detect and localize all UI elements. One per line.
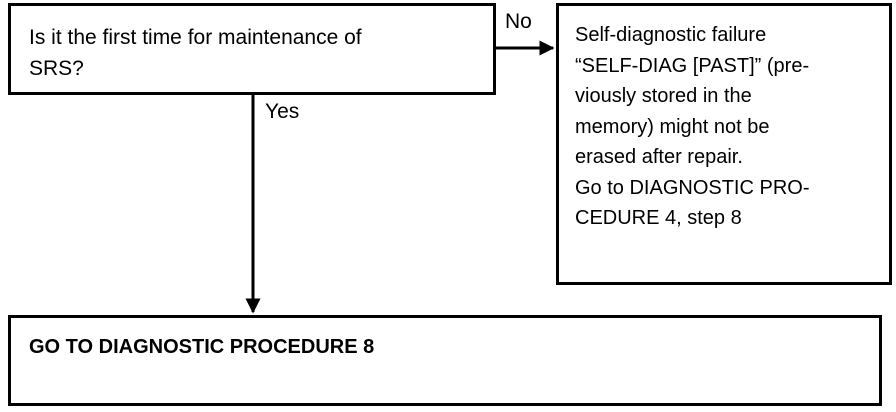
result-line: “SELF-DIAG [PAST]” (pre- — [575, 54, 810, 77]
question-line: Is it the first time for maintenance of — [29, 26, 362, 49]
yes-label: Yes — [265, 100, 300, 123]
result-line: viously stored in the — [575, 85, 752, 107]
result-line: Go to DIAGNOSTIC PRO- — [575, 176, 810, 199]
question-line: SRS? — [29, 57, 84, 80]
no-label: No — [505, 10, 532, 33]
result-line: Self-diagnostic failure — [575, 24, 767, 46]
result-line: memory) might not be — [575, 115, 770, 138]
result-line: CEDURE 4, step 8 — [575, 207, 742, 229]
question-box: Is it the first time for maintenance of … — [8, 3, 496, 95]
result-line: erased after repair. — [575, 146, 743, 168]
no-result-box: Self-diagnostic failure “SELF-DIAG [PAST… — [556, 3, 892, 285]
action-text: GO TO DIAGNOSTIC PROCEDURE 8 — [29, 336, 375, 358]
yes-action-box: GO TO DIAGNOSTIC PROCEDURE 8 — [8, 315, 882, 406]
